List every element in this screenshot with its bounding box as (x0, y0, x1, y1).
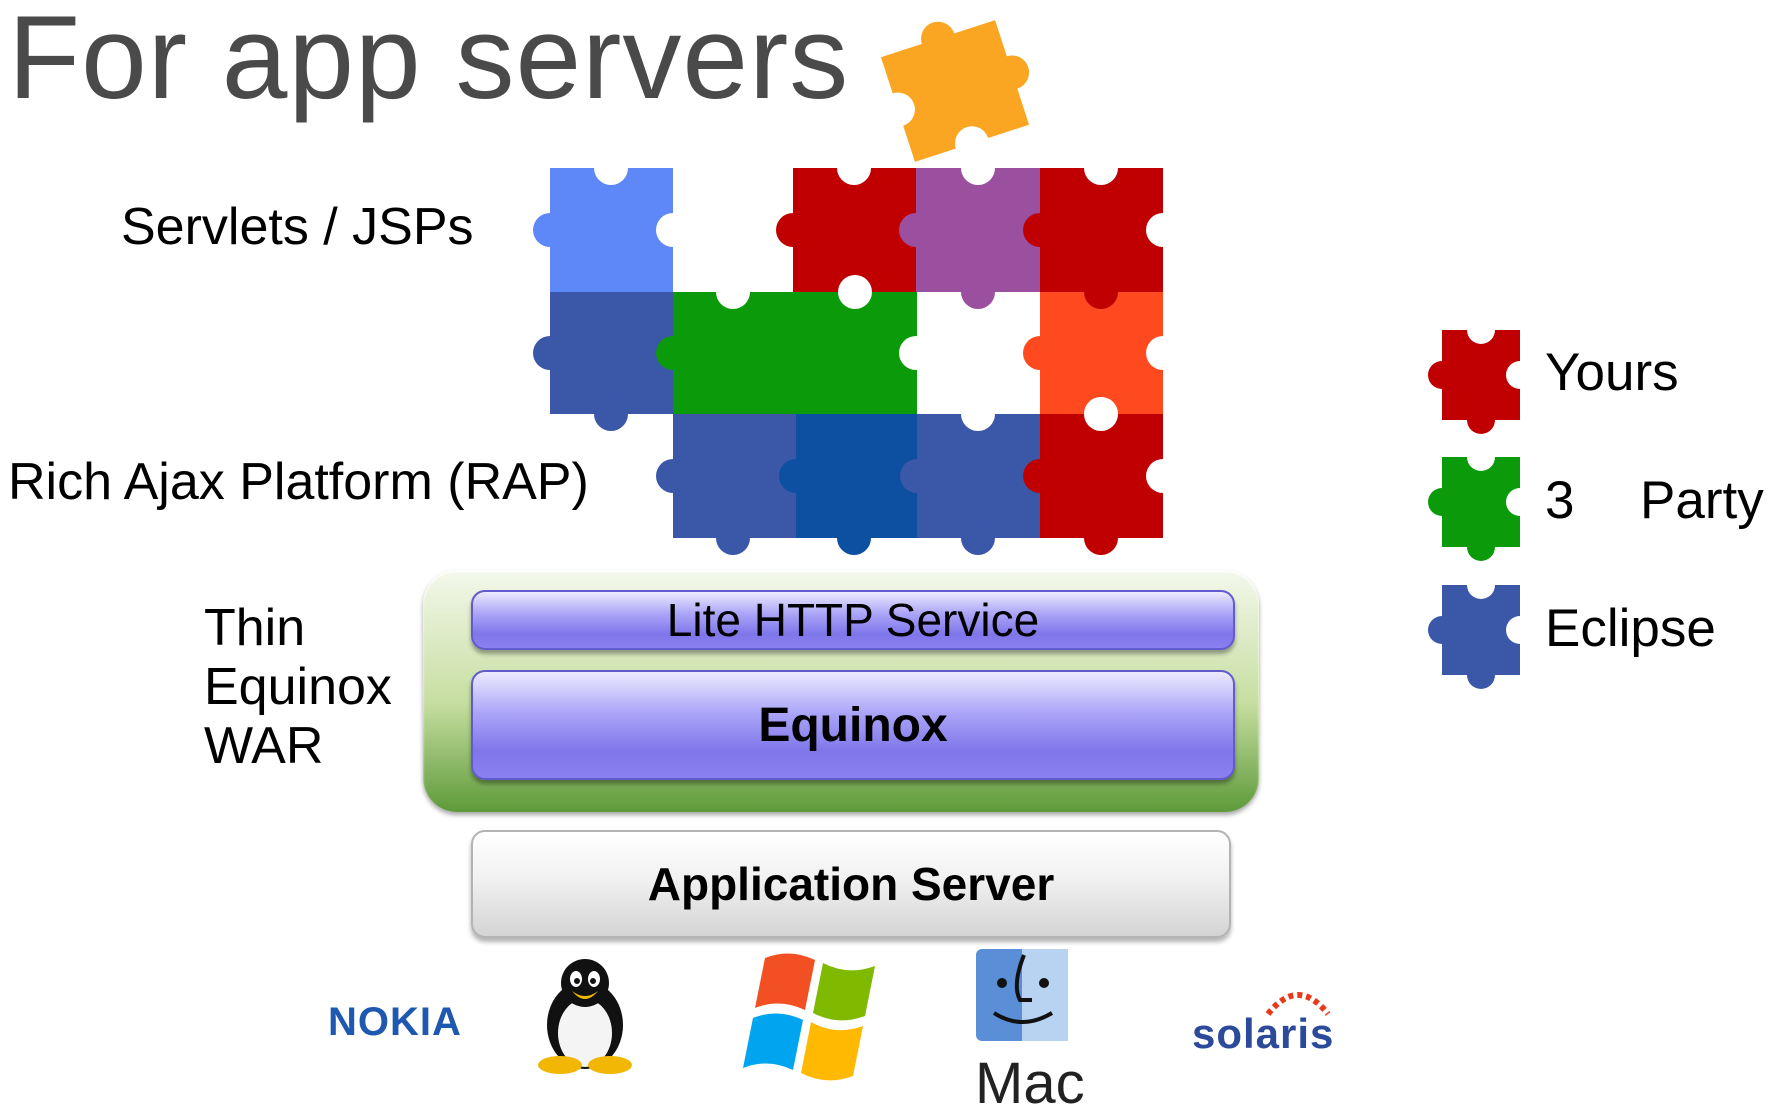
puzzle-piece-yours-red (1023, 151, 1180, 292)
label-thin: Thin (204, 599, 306, 657)
puzzle-piece-orange (1023, 275, 1180, 431)
mac-label: Mac (975, 1051, 1085, 1116)
puzzle-piece-yours-red (776, 151, 916, 292)
label-war: WAR (204, 717, 324, 775)
label-servlets: Servlets / JSPs (121, 198, 474, 256)
legend-third-party-number: 3 (1545, 471, 1575, 530)
solaris-sun-icon (1265, 992, 1331, 1016)
page-title: For app servers (8, 0, 850, 124)
application-server-layer: Application Server (471, 830, 1231, 938)
mac-finder-icon (976, 949, 1068, 1041)
nokia-logo: NOKIA (328, 1000, 462, 1044)
puzzle-piece-third-party-green (656, 275, 933, 414)
lite-http-service-layer: Lite HTTP Service (471, 590, 1235, 650)
puzzle-piece-eclipse (900, 397, 1040, 555)
legend-eclipse-puzzle-icon (1428, 580, 1534, 689)
legend-third-party-puzzle-icon (1428, 452, 1534, 561)
equinox-layer: Equinox (471, 670, 1235, 780)
label-equinox: Equinox (204, 658, 392, 716)
legend-third-party-label: Party (1640, 471, 1764, 530)
puzzle-piece-eclipse (656, 414, 796, 555)
windows-logo-icon (743, 953, 875, 1081)
label-rap: Rich Ajax Platform (RAP) (8, 453, 589, 511)
solaris-logo: solaris (1192, 1010, 1335, 1057)
puzzle-piece-yours-red (1023, 397, 1180, 555)
legend-yours-label: Yours (1545, 343, 1679, 402)
legend-eclipse-label: Eclipse (1545, 599, 1716, 658)
puzzle-piece-purple (899, 151, 1040, 309)
puzzle-piece-eclipse-darkblue (779, 414, 917, 555)
puzzle-piece-eclipse-lightblue (533, 151, 690, 292)
legend-yours-puzzle-icon (1428, 325, 1534, 434)
puzzle-piece-eclipse (533, 292, 673, 431)
linux-tux-icon (538, 959, 632, 1074)
